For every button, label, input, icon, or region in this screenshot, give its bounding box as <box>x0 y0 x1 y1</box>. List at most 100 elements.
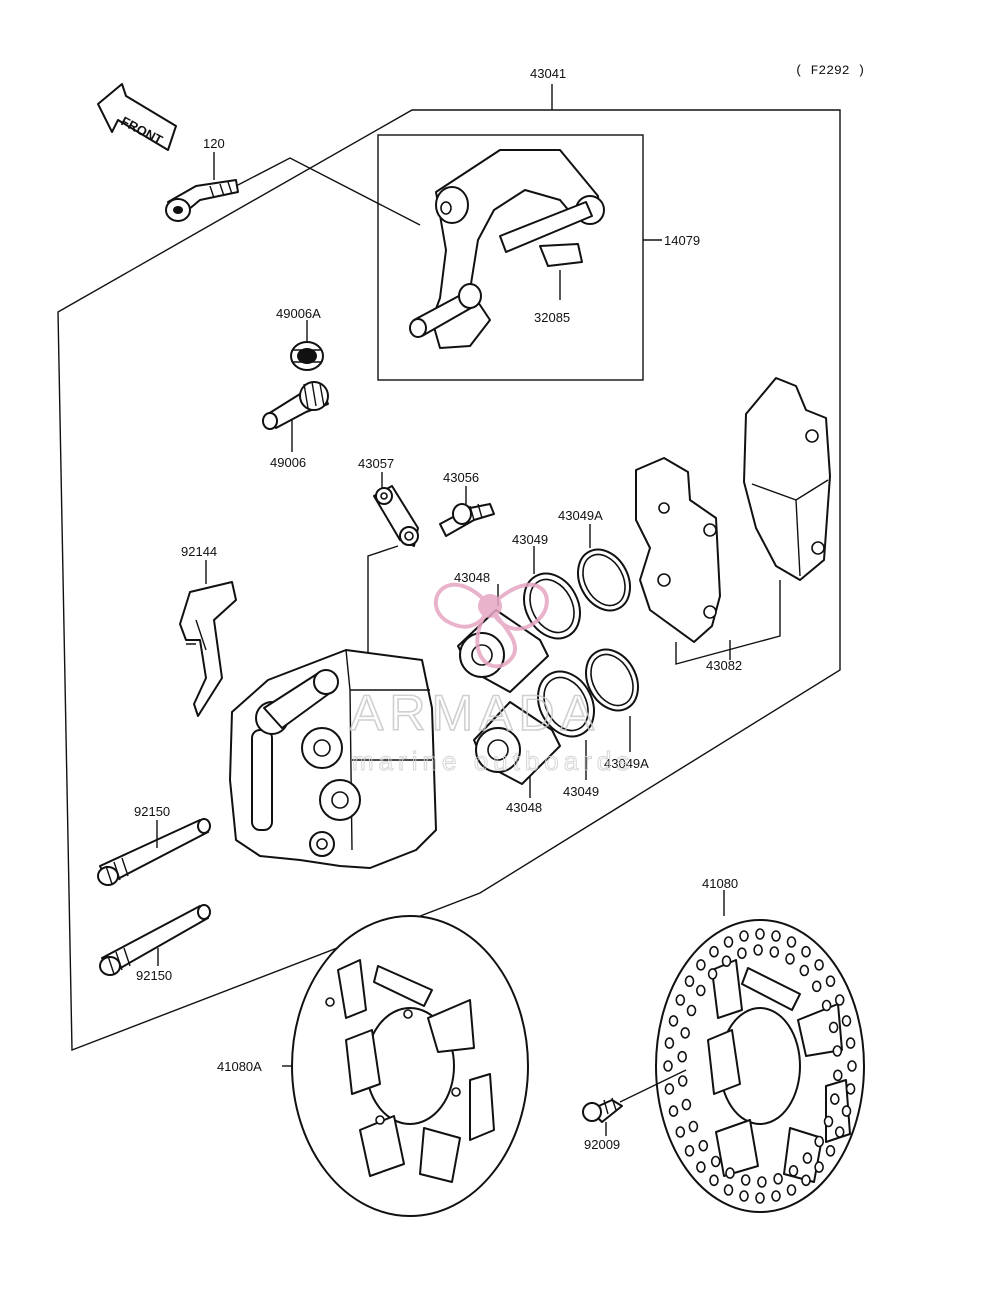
disc-vent-hole <box>664 1083 675 1095</box>
brake-disc-41080A <box>291 915 529 1217</box>
disc-vent-hole <box>668 1015 679 1027</box>
disc-vent-hole <box>739 930 749 942</box>
disc-vent-hole <box>686 1004 697 1017</box>
disc-vent-hole <box>739 1190 749 1202</box>
disc-vent-hole <box>823 1115 834 1128</box>
disc-vent-hole <box>709 1174 719 1187</box>
disc-vent-hole <box>757 1176 767 1188</box>
disc-vent-hole <box>740 1174 751 1186</box>
part-label-43057: 43057 <box>358 456 394 471</box>
piston-43048-lower <box>473 701 561 785</box>
caliper-bracket <box>409 149 605 349</box>
part-label-92009: 92009 <box>584 1137 620 1152</box>
part-label-43048-upper: 43048 <box>454 570 490 585</box>
bleeder-valve-43056 <box>439 503 495 537</box>
part-label-14079: 14079 <box>664 233 700 248</box>
disc-vent-hole <box>845 1083 856 1095</box>
part-label-92150-lower: 92150 <box>136 968 172 983</box>
disc-vent-hole <box>753 944 763 956</box>
watermark-logo <box>433 582 549 669</box>
watermark-tagline: marine outboards <box>352 746 634 776</box>
disc-vent-hole <box>845 1037 856 1049</box>
bleeder-cap-49006A <box>290 341 324 371</box>
disc-vent-hole <box>799 964 810 977</box>
disc-vent-hole <box>771 1190 781 1202</box>
disc-vent-hole <box>684 1145 695 1157</box>
part-label-43048-lower: 43048 <box>506 800 542 815</box>
part-label-43041: 43041 <box>530 66 566 81</box>
brake-pad-43082 <box>743 377 831 581</box>
disc-vent-hole <box>688 1120 699 1133</box>
part-label-32085: 32085 <box>534 310 570 325</box>
part-label-43082: 43082 <box>706 658 742 673</box>
pad-shim-43082 <box>635 457 721 643</box>
seal-43049A-lower <box>585 648 639 712</box>
disc-vent-hole <box>841 1015 852 1027</box>
disc-vent-hole <box>737 947 747 960</box>
disc-vent-hole <box>811 980 822 993</box>
disc-vent-hole <box>847 1060 857 1072</box>
pad-spring-92144 <box>179 581 237 717</box>
bracket-43057 <box>373 485 419 547</box>
disc-vent-hole <box>834 994 845 1006</box>
disc-vent-hole <box>755 1192 765 1204</box>
disc-vent-hole <box>696 959 706 971</box>
part-label-41080: 41080 <box>702 876 738 891</box>
disc-vent-hole <box>801 945 811 958</box>
part-label-92144: 92144 <box>181 544 217 559</box>
disc-vent-hole <box>707 968 718 980</box>
disc-vent-hole <box>785 953 795 965</box>
disc-vent-hole <box>801 1174 811 1187</box>
watermark-brand: ARMADA <box>350 685 600 741</box>
disc-vent-hole <box>834 1126 845 1138</box>
disc-vent-hole <box>769 946 780 958</box>
disc-vent-hole <box>723 936 734 948</box>
part-label-92150-upper: 92150 <box>134 804 170 819</box>
screw-92009 <box>582 1097 623 1123</box>
part-label-41080A: 41080A <box>217 1059 262 1074</box>
disc-vent-hole <box>786 936 797 948</box>
disc-vent-hole <box>663 1060 673 1072</box>
seal-43049A-upper <box>577 548 631 612</box>
disc-vent-hole <box>802 1152 813 1164</box>
disc-vent-hole <box>821 999 832 1012</box>
disc-vent-hole <box>675 1126 686 1138</box>
disc-vent-hole <box>825 975 836 988</box>
part-label-49006: 49006 <box>270 455 306 470</box>
disc-vent-hole <box>786 1184 797 1196</box>
disc-vent-hole <box>664 1037 675 1049</box>
bolt-120 <box>165 179 239 222</box>
part-label-43056: 43056 <box>443 470 479 485</box>
disc-vent-hole <box>668 1105 679 1117</box>
part-label-43049-lower: 43049 <box>563 784 599 799</box>
disc-vent-hole <box>841 1105 852 1117</box>
disc-vent-hole <box>698 1139 709 1152</box>
part-label-43049A-lower: 43049A <box>604 756 649 771</box>
disc-vent-hole <box>677 1050 688 1063</box>
disc-vent-hole <box>725 1167 735 1179</box>
bracket-box <box>377 134 644 381</box>
disc-vent-hole <box>695 984 706 997</box>
disc-vent-hole <box>710 1155 721 1168</box>
disc-vent-hole <box>828 1021 839 1034</box>
watermark: ARMADA marine outboards <box>349 582 634 777</box>
disc-vent-hole <box>814 1135 825 1148</box>
disc-vent-hole <box>832 1045 843 1057</box>
part-label-49006A: 49006A <box>276 306 321 321</box>
disc-vent-hole <box>814 959 824 971</box>
diagram-code: ( F2292 ) <box>795 63 865 78</box>
disc-vent-hole <box>675 994 686 1006</box>
disc-vent-hole <box>825 1145 836 1157</box>
disc-vent-hole <box>755 928 765 940</box>
disc-vent-hole <box>723 1184 734 1196</box>
part-label-43049A-upper: 43049A <box>558 508 603 523</box>
disc-vent-hole <box>832 1069 843 1082</box>
disc-vent-hole <box>684 975 695 988</box>
disc-vent-hole <box>814 1161 824 1173</box>
disc-vent-hole <box>696 1161 706 1173</box>
disc-vent-hole <box>681 1098 692 1111</box>
disc-vent-hole <box>829 1093 840 1105</box>
disc-vent-hole <box>721 955 732 968</box>
part-label-43049-upper: 43049 <box>512 532 548 547</box>
